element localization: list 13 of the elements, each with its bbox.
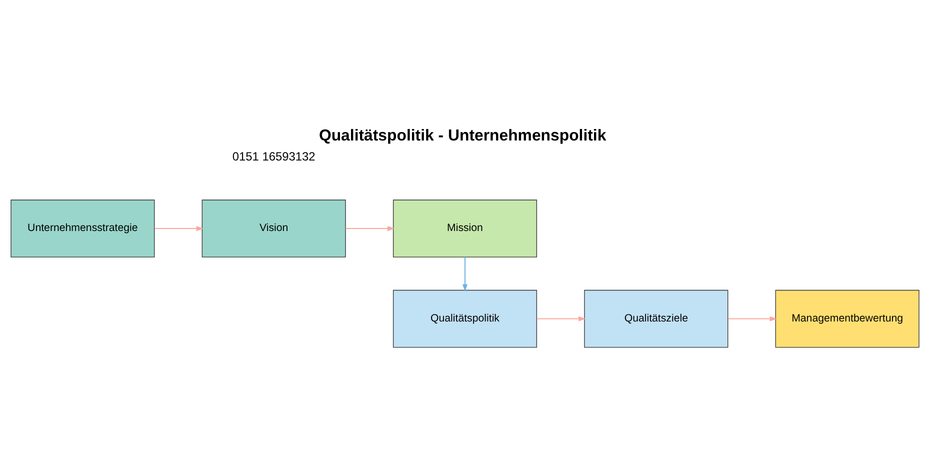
node-box: Qualitätsziele: [584, 290, 728, 348]
diagram-title: Qualitätspolitik - Unternehmenspolitik: [318, 127, 606, 144]
arrow: [728, 316, 778, 322]
node-box: Managementbewertung: [775, 290, 920, 348]
node-box: Unternehmensstrategie: [10, 200, 155, 258]
label: 0151 16593132: [232, 149, 316, 164]
node-box: Mission: [392, 200, 538, 258]
arrow: [462, 256, 468, 292]
arrow: [536, 316, 586, 322]
node-box: Vision: [202, 200, 346, 258]
arrow: [345, 226, 395, 232]
arrow: [154, 226, 204, 232]
node-box: Qualitätspolitik: [392, 290, 538, 348]
